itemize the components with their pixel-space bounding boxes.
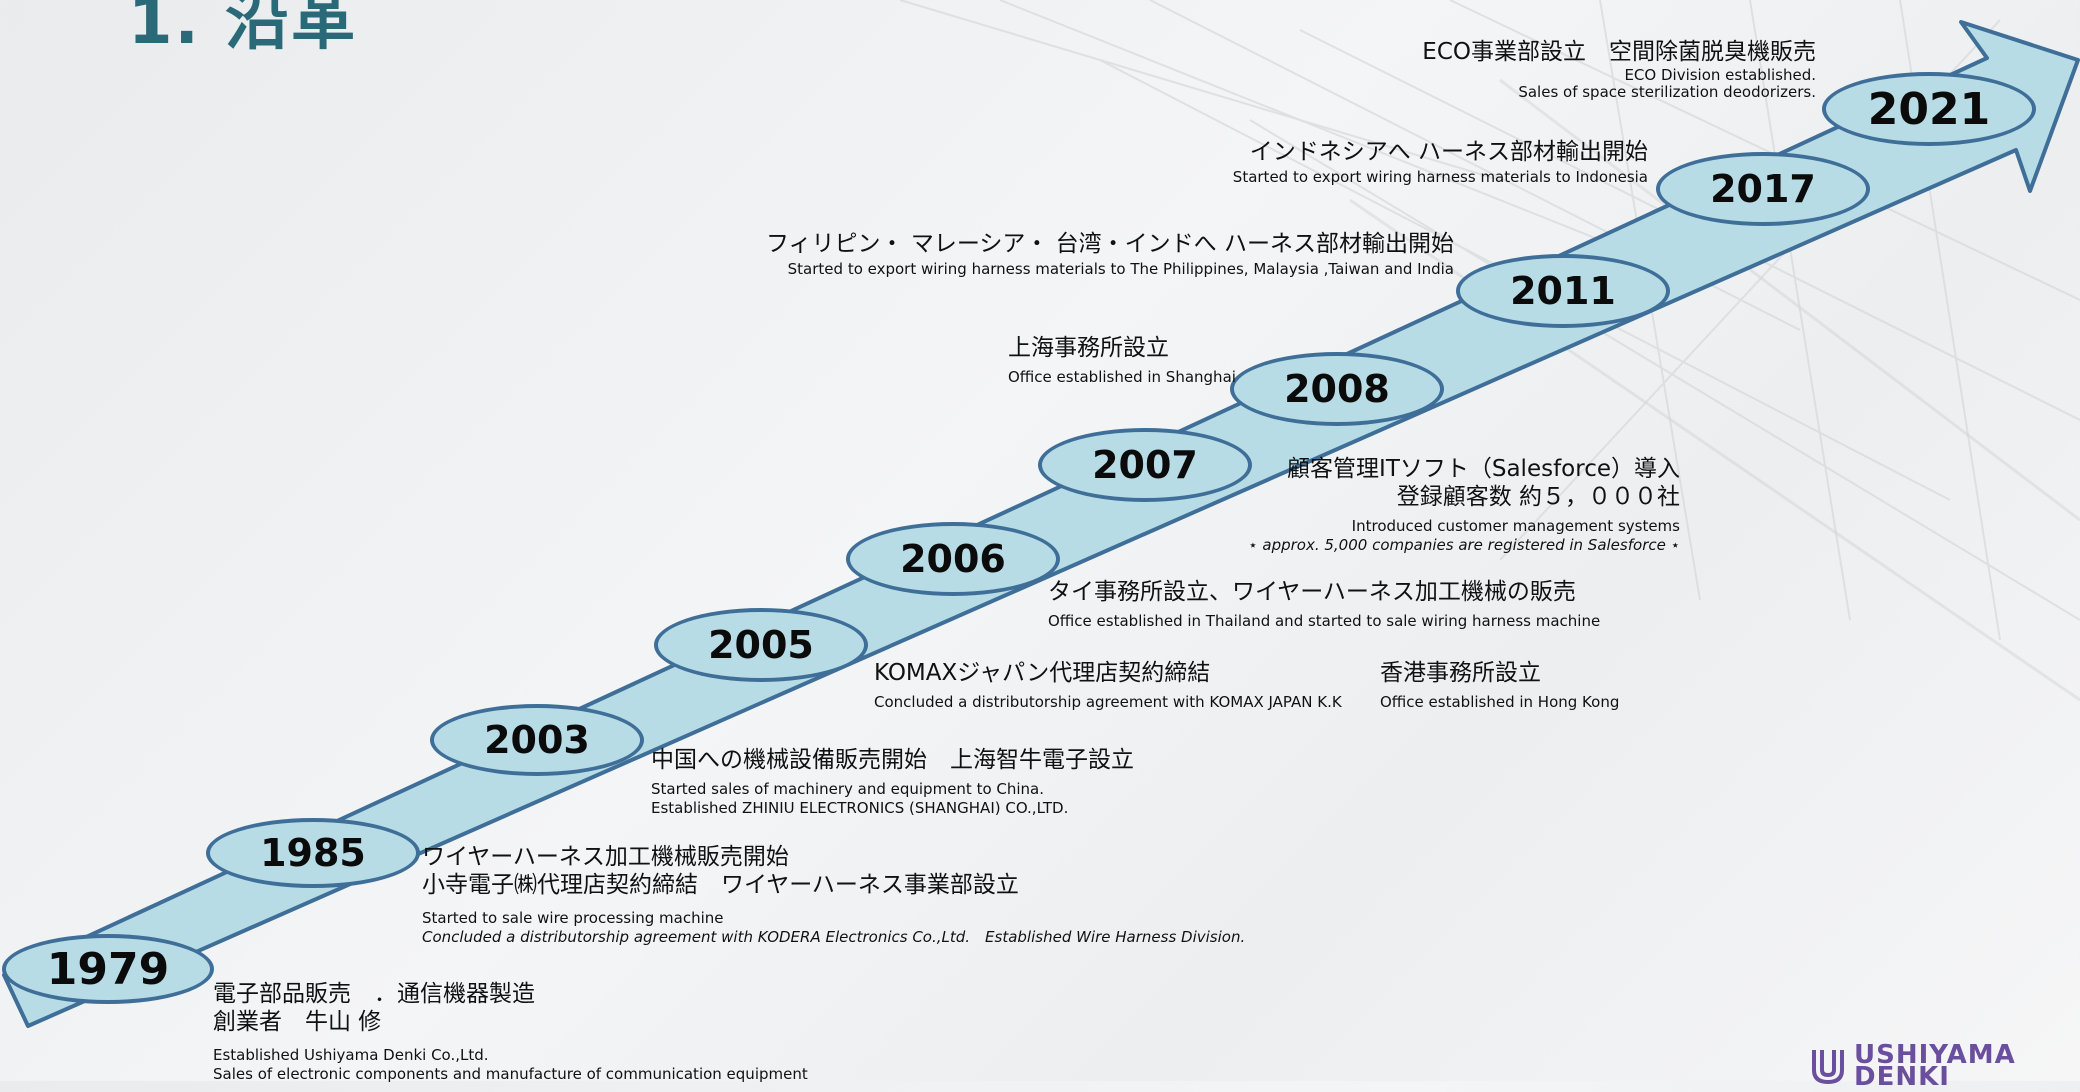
year-label: 2006	[900, 537, 1006, 581]
event-en-line: Started to export wiring harness materia…	[787, 260, 1454, 278]
logo-mark-icon	[1812, 1049, 1844, 1084]
event-en-line: Concluded a distributorship agreement wi…	[874, 693, 1342, 711]
event-2007: 顧客管理ITソフト（Salesforce）導入 登録顧客数 約５，０００社 In…	[1248, 455, 1680, 555]
event-en-line: Started sales of machinery and equipment…	[651, 780, 1045, 798]
year-label: 2008	[1284, 367, 1390, 411]
page-title: 1. 沿革	[128, 0, 358, 59]
company-logo: USHIYAMA DENKI	[1810, 1040, 2016, 1090]
year-oval-2007: 2007	[1038, 428, 1252, 502]
event-jp-line: タイ事務所設立、ワイヤーハーネス加工機械の販売	[1048, 579, 1576, 605]
year-oval-1985: 1985	[206, 818, 420, 888]
year-oval-1979: 1979	[2, 934, 214, 1004]
event-jp-line: 上海事務所設立	[1008, 335, 1169, 361]
event-en-line: Established Ushiyama Denki Co.,Ltd.	[213, 1046, 489, 1064]
event-en-line: Office established in Hong Kong	[1380, 693, 1620, 711]
event-2005-hongkong: 香港事務所設立 Office established in Hong Kong	[1380, 659, 1619, 712]
event-2021: ECO事業部設立 空間除菌脱臭機販売 ECO Division establis…	[1422, 38, 1816, 102]
year-label: 2021	[1867, 83, 1991, 135]
event-jp-line: KOMAXジャパン代理店契約締結	[874, 660, 1211, 686]
event-jp-line: 中国への機械設備販売開始 上海智牛電子設立	[651, 747, 1134, 773]
year-label: 1979	[46, 943, 170, 995]
event-en-line: Office established in Shanghai	[1008, 368, 1236, 386]
year-oval-2005: 2005	[654, 608, 868, 682]
event-en-line: Started to sale wire processing machine	[422, 909, 724, 927]
event-jp-line: ワイヤーハーネス加工機械販売開始	[422, 844, 789, 870]
year-oval-2021: 2021	[1822, 72, 2036, 146]
event-en-line: ⋆ approx. 5,000 companies are registered…	[1248, 536, 1680, 555]
event-en-line: Established ZHINIU ELECTRONICS (SHANGHAI…	[651, 799, 1069, 817]
event-2017: インドネシアへ ハーネス部材輸出開始 Started to export wir…	[1233, 138, 1648, 187]
year-label: 2005	[708, 623, 814, 667]
year-label: 2007	[1092, 443, 1198, 487]
year-label: 2017	[1710, 167, 1816, 211]
event-jp-line: 小寺電子㈱代理店契約締結 ワイヤーハーネス事業部設立	[422, 872, 1019, 898]
event-2006: タイ事務所設立、ワイヤーハーネス加工機械の販売 Office establish…	[1048, 578, 1600, 631]
event-en-line: Concluded a distributorship agreement wi…	[422, 928, 1245, 947]
event-2011: フィリピン・ マレーシア・ 台湾・インドへ ハーネス部材輸出開始 Started…	[766, 230, 1454, 279]
year-label: 1985	[260, 831, 366, 875]
event-jp-line: 創業者 牛山 修	[213, 1009, 382, 1035]
event-en-italic: ⋆ approx. 5,000 companies are registered…	[1248, 536, 1680, 554]
event-1979: 電子部品販売 ．通信機器製造 創業者 牛山 修 Established Ushi…	[213, 980, 808, 1084]
event-jp-line: 顧客管理ITソフト（Salesforce）導入	[1287, 456, 1680, 482]
event-en-italic: Concluded a distributorship agreement wi…	[422, 928, 1246, 946]
event-2005-komax: KOMAXジャパン代理店契約締結 Concluded a distributor…	[874, 659, 1342, 712]
event-2008: 上海事務所設立 Office established in Shanghai	[1008, 334, 1236, 387]
event-en-line: Sales of space sterilization deodorizers…	[1518, 83, 1816, 101]
event-en-line: Office established in Thailand and start…	[1048, 612, 1601, 630]
year-oval-2017: 2017	[1656, 152, 1870, 226]
year-label: 2011	[1510, 269, 1616, 313]
event-1985: ワイヤーハーネス加工機械販売開始 小寺電子㈱代理店契約締結 ワイヤーハーネス事業…	[422, 843, 1245, 947]
event-jp-line: フィリピン・ マレーシア・ 台湾・インドへ ハーネス部材輸出開始	[765, 231, 1454, 257]
logo-text-line1: USHIYAMA	[1854, 1040, 2016, 1070]
year-oval-2011: 2011	[1456, 254, 1670, 328]
event-jp-line: 香港事務所設立	[1380, 660, 1541, 686]
event-jp-line: ECO事業部設立 空間除菌脱臭機販売	[1422, 39, 1816, 65]
event-en-line: Sales of electronic components and manuf…	[213, 1065, 808, 1083]
year-oval-2006: 2006	[846, 522, 1060, 596]
event-en-line: ECO Division established.	[1624, 66, 1816, 84]
event-en-line: Started to export wiring harness materia…	[1232, 168, 1648, 186]
year-label: 2003	[484, 718, 590, 762]
year-oval-2008: 2008	[1230, 352, 1444, 426]
event-2003: 中国への機械設備販売開始 上海智牛電子設立 Started sales of m…	[651, 746, 1134, 818]
year-oval-2003: 2003	[430, 704, 644, 776]
event-jp-line: 電子部品販売 ．通信機器製造	[213, 981, 535, 1007]
event-jp-line: 登録顧客数 約５，０００社	[1396, 484, 1680, 510]
event-en-line: Introduced customer management systems	[1351, 517, 1680, 535]
event-jp-line: インドネシアへ ハーネス部材輸出開始	[1249, 139, 1648, 165]
